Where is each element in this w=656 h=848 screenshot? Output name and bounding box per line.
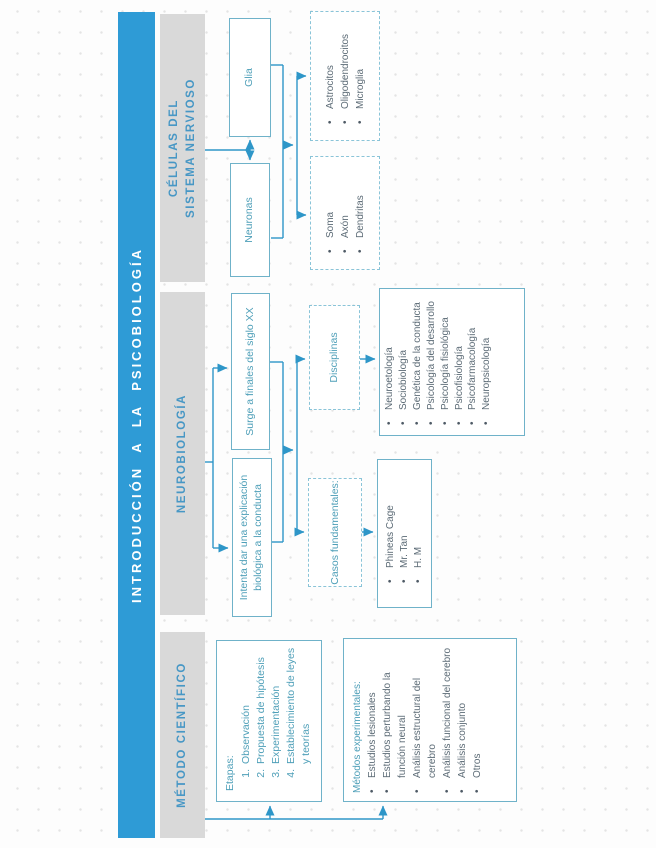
title-bar: INTRODUCCIÓN A LA PSICOBIOLOGÍA [118,12,155,838]
list-item: Soma [323,157,338,253]
list-item: Neuropsicología [480,293,494,425]
list-item: Psicofarmacología [466,293,480,425]
neuronas-parts-dashed-box: Soma Axón Dendritas [310,156,380,270]
intenta-explicacion-box: Intenta dar una explicación biológica a … [232,458,272,617]
list-item: Astrocitos [323,12,338,124]
list-item: Análisis funcional del cerebro [440,643,455,793]
list-item: Otros [470,643,485,793]
list-item: Oligodendrocitos [338,12,353,124]
list-item: Estudios perturbando la función neural [380,643,410,793]
neuronas-box: Neuronas [230,163,270,277]
list-item: Propuesta de hipótesis [254,647,269,766]
list-item: Neuroetología [383,293,397,425]
section-header-label: MÉTODO CIENTÍFICO [176,662,189,808]
list-item: Dendritas [353,157,368,253]
glia-box: Glia [229,18,271,137]
glia-types-dashed-box: Astrocitos Oligodendrocitos Microglia [310,11,380,141]
disciplinas-list-box: Neuroetología Sociobiología Genética de … [379,288,525,436]
list-item: Sociobiología [397,293,411,425]
page-title: INTRODUCCIÓN A LA PSICOBIOLOGÍA [129,247,144,603]
list-item: Phineas Cage [384,460,398,583]
metodos-experimentales-box: Métodos experimentales: Estudios lesiona… [343,638,517,802]
section-header-neurobiologia: NEUROBIOLOGÍA [160,292,205,615]
section-header-label: CÉLULAS DEL [167,98,180,198]
casos-fundamentales-dashed-box: Casos fundamentales: [308,478,362,587]
etapas-list: Observación Propuesta de hipótesis Exper… [239,647,314,791]
list-item: Estudios lesionales [365,643,380,793]
section-header-label: SISTEMA NERVIOSO [184,78,197,218]
list-item: Psicología fisiológica [439,293,453,425]
list-item: Experimentación [269,647,284,766]
section-header-celulas-sistema-nervioso: CÉLULAS DEL SISTEMA NERVIOSO [160,14,205,282]
metodos-title: Métodos experimentales: [352,681,363,793]
list-item: Mr. Tan [398,460,412,583]
etapas-title: Etapas: [224,755,236,791]
etapas-box: Etapas: Observación Propuesta de hipótes… [216,640,322,802]
list-item: Genética de la conducta [411,293,425,425]
surge-siglo-xx-box: Surge a finales del siglo XX [231,293,270,450]
list-item: H. M [412,460,426,583]
list-item: Establecimiento de leyes y teorías [284,647,314,766]
list-item: Psicología del desarrollo [425,293,439,425]
section-header-label: NEUROBIOLOGÍA [176,393,189,514]
disciplinas-dashed-box: Disciplinas [309,305,360,410]
list-item: Análisis estructural del cerebro [410,643,440,793]
list-item: Psicofisiología [453,293,467,425]
list-item: Análisis conjunto [455,643,470,793]
section-header-metodo-cientifico: MÉTODO CIENTÍFICO [160,632,205,838]
list-item: Axón [338,157,353,253]
list-item: Microglia [353,12,368,124]
list-item: Observación [239,647,254,766]
casos-list-box: Phineas Cage Mr. Tan H. M [377,459,432,608]
